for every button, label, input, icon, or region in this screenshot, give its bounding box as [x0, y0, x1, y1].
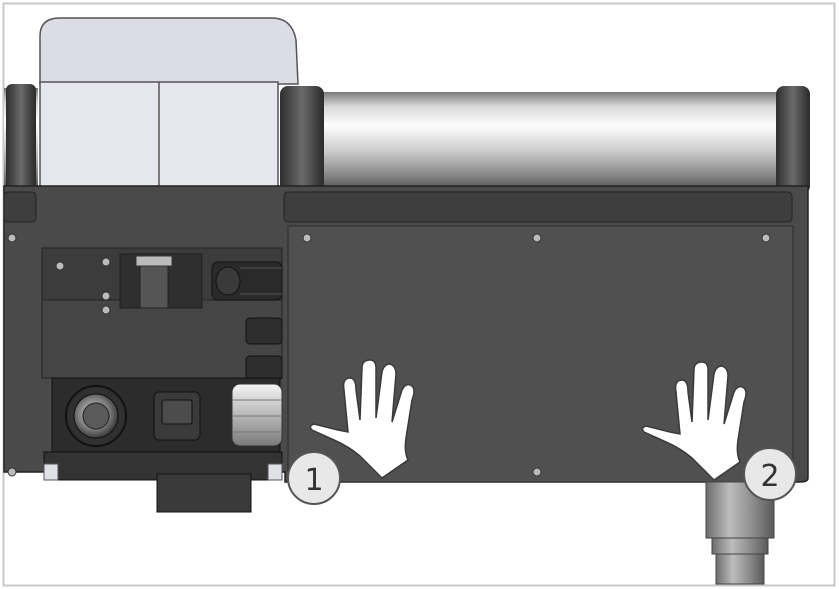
screw-icon — [7, 233, 17, 243]
callout-1-label: 1 — [304, 463, 323, 498]
screw-icon — [7, 467, 17, 477]
hand-icon — [641, 361, 747, 481]
connector-bay — [41, 247, 283, 381]
hand-icon — [309, 359, 415, 479]
screw-icon — [101, 291, 111, 301]
screw-icon — [761, 233, 771, 243]
main-roller — [280, 86, 810, 194]
left-roller-stub — [4, 84, 38, 190]
screw-icon — [302, 233, 312, 243]
callout-2-label: 2 — [760, 459, 779, 494]
callout-1: 1 — [287, 451, 341, 505]
port-section — [43, 377, 283, 513]
screw-icon — [101, 305, 111, 315]
screw-icon — [532, 233, 542, 243]
bottom-mount-block — [156, 473, 252, 513]
screw-icon — [55, 261, 65, 271]
cable-gland — [245, 355, 283, 381]
cable-gland — [245, 317, 283, 345]
outlet-nozzle — [705, 481, 775, 585]
callout-2: 2 — [743, 447, 797, 501]
screw-icon — [532, 467, 542, 477]
metal-gland — [231, 383, 283, 447]
screw-icon — [101, 257, 111, 267]
